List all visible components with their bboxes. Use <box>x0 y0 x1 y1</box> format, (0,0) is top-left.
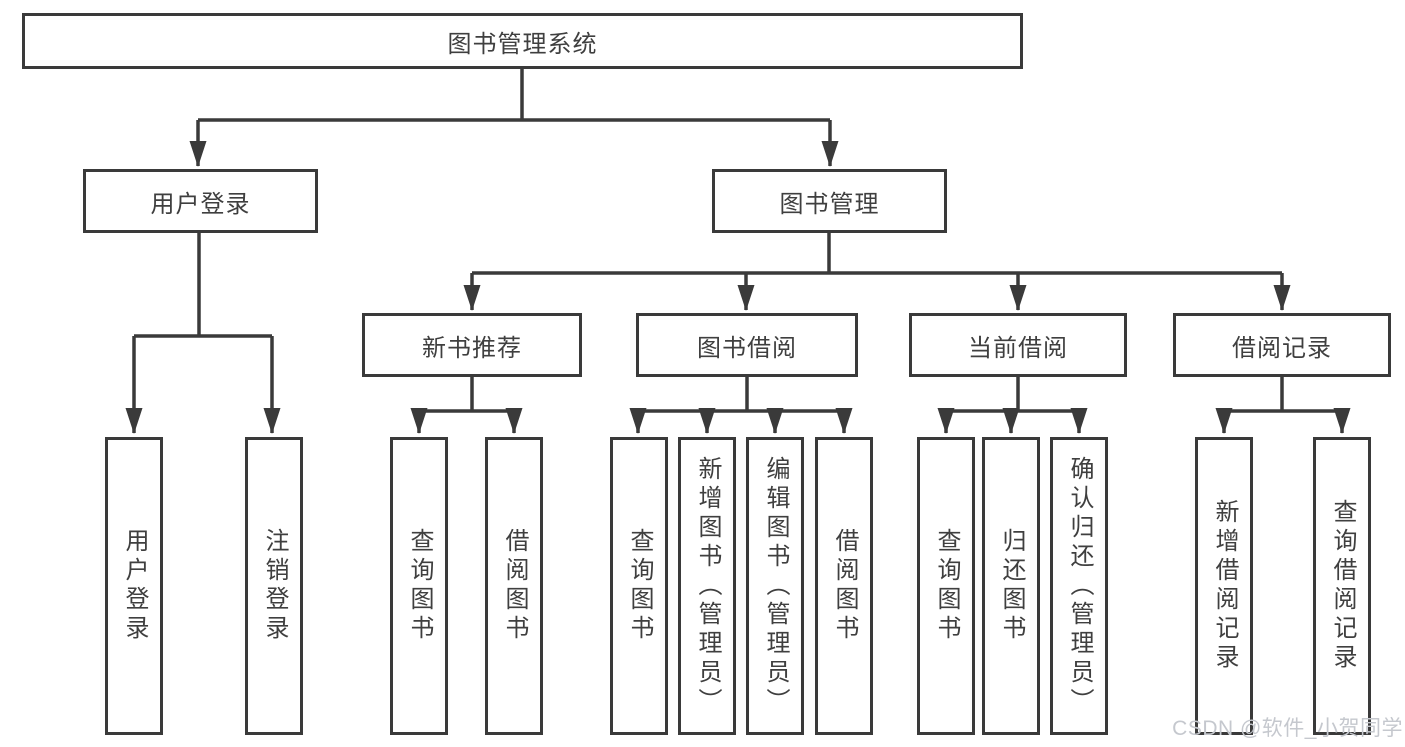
node-new-book-recommend: 新书推荐 <box>362 313 582 377</box>
node-borrow-records: 借阅记录 <box>1173 313 1391 377</box>
leaf-confirm-return-admin: 确认归还（管理员） <box>1050 437 1108 735</box>
leaf-borrow-books-recommend: 借阅图书 <box>485 437 543 735</box>
leaf-borrow-books: 借阅图书 <box>815 437 873 735</box>
leaf-edit-book-admin: 编辑图书（管理员） <box>746 437 804 735</box>
leaf-return-book: 归还图书 <box>982 437 1040 735</box>
leaf-logout: 注销登录 <box>245 437 303 735</box>
watermark: CSDN @软件_小贺同学 <box>1172 717 1403 740</box>
leaf-query-books-recommend: 查询图书 <box>390 437 448 735</box>
leaf-add-book-admin: 新增图书（管理员） <box>678 437 736 735</box>
leaf-add-borrow-record: 新增借阅记录 <box>1195 437 1253 735</box>
leaf-query-books-borrow: 查询图书 <box>610 437 668 735</box>
node-book-borrow: 图书借阅 <box>636 313 858 377</box>
leaf-query-books-current: 查询图书 <box>917 437 975 735</box>
node-current-borrow: 当前借阅 <box>909 313 1127 377</box>
leaf-user-login: 用户登录 <box>105 437 163 735</box>
node-book-management: 图书管理 <box>712 169 947 233</box>
node-user-login-group: 用户登录 <box>83 169 318 233</box>
leaf-query-borrow-record: 查询借阅记录 <box>1313 437 1371 735</box>
node-library-system: 图书管理系统 <box>22 13 1023 69</box>
